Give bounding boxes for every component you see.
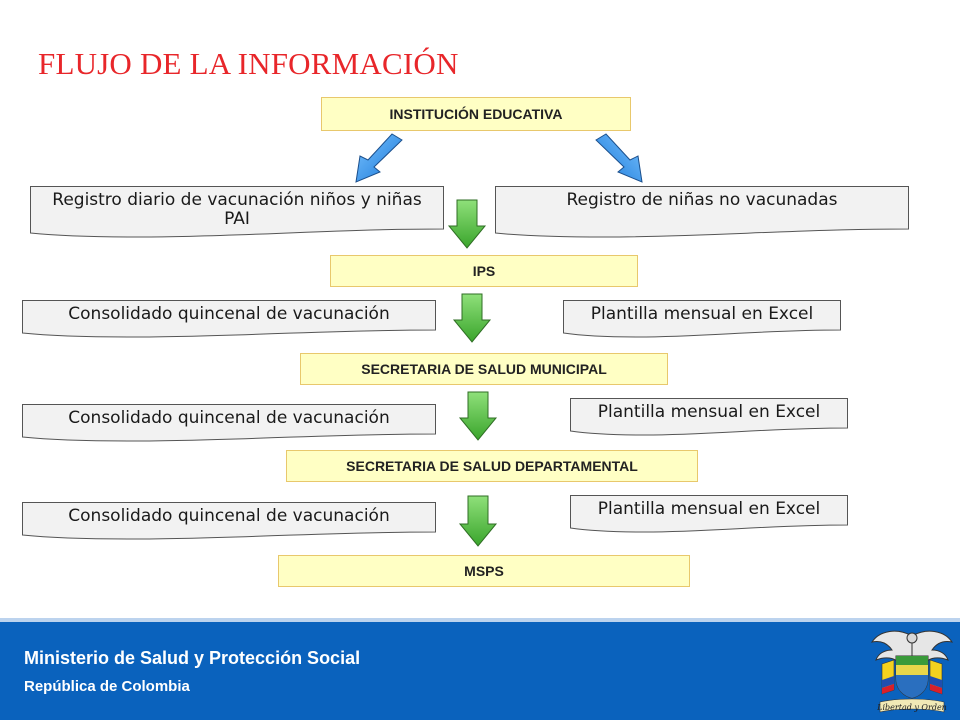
doc-registro-diario-text: Registro diario de vacunación niños y ni… — [52, 190, 422, 229]
arrow-down-2-icon — [452, 293, 492, 343]
doc-plantilla-1-text: Plantilla mensual en Excel — [590, 304, 814, 324]
doc-plantilla-1: Plantilla mensual en Excel — [563, 300, 841, 340]
node-ips: IPS — [330, 255, 638, 287]
footer-divider — [0, 618, 960, 622]
doc-plantilla-3-text: Plantilla mensual en Excel — [597, 499, 821, 519]
node-secretaria-departamental: SECRETARIA DE SALUD DEPARTAMENTAL — [286, 450, 698, 482]
doc-consolidado-2-text: Consolidado quincenal de vacunación — [68, 408, 390, 428]
arrow-diagonal-left-icon — [355, 133, 403, 183]
node-msps: MSPS — [278, 555, 690, 587]
doc-plantilla-2-text: Plantilla mensual en Excel — [597, 402, 821, 422]
doc-consolidado-2: Consolidado quincenal de vacunación — [22, 404, 436, 444]
crest-motto: Libertad y Orden — [876, 703, 947, 712]
node-institucion-educativa: INSTITUCIÓN EDUCATIVA — [321, 97, 631, 131]
doc-consolidado-1-text: Consolidado quincenal de vacunación — [68, 304, 390, 324]
doc-consolidado-3: Consolidado quincenal de vacunación — [22, 502, 436, 542]
doc-consolidado-1: Consolidado quincenal de vacunación — [22, 300, 436, 340]
footer-bar — [0, 622, 960, 720]
doc-plantilla-3: Plantilla mensual en Excel — [570, 495, 848, 535]
doc-registro-ninas-text: Registro de niñas no vacunadas — [566, 190, 838, 210]
arrow-down-4-icon — [458, 495, 498, 547]
doc-plantilla-2: Plantilla mensual en Excel — [570, 398, 848, 438]
node-secretaria-municipal: SECRETARIA DE SALUD MUNICIPAL — [300, 353, 668, 385]
footer-republic: República de Colombia — [24, 678, 190, 695]
colombia-coat-of-arms-icon: Libertad y Orden — [870, 630, 954, 713]
arrow-down-1-icon — [447, 199, 487, 249]
doc-consolidado-3-text: Consolidado quincenal de vacunación — [68, 506, 390, 526]
arrow-diagonal-right-icon — [595, 133, 643, 183]
doc-registro-diario: Registro diario de vacunación niños y ni… — [30, 186, 444, 240]
arrow-down-3-icon — [458, 391, 498, 441]
doc-registro-ninas: Registro de niñas no vacunadas — [495, 186, 909, 240]
footer-ministry: Ministerio de Salud y Protección Social — [24, 648, 361, 668]
page-title: FLUJO DE LA INFORMACIÓN — [38, 46, 459, 81]
